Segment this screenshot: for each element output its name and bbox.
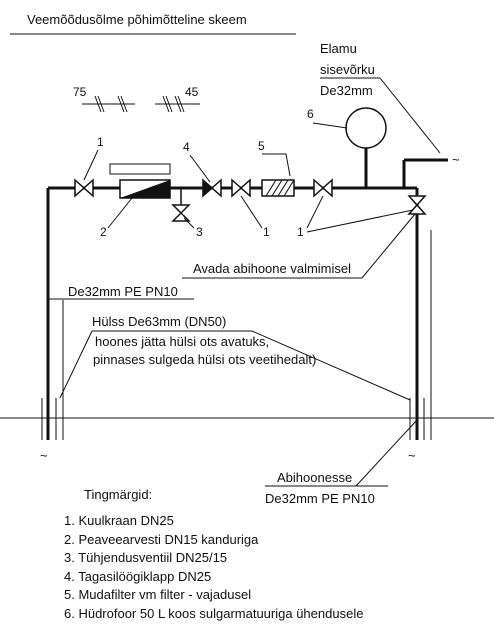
legend-item: 4. Tagasilöögiklapp DN25: [64, 568, 212, 584]
drain-num: 3: [196, 225, 203, 239]
drain-valve: [171, 188, 191, 222]
check-valve-num: 4: [183, 140, 190, 154]
ball-valve-1-left: [74, 178, 94, 198]
valve-num-bottom-1: 1: [263, 225, 270, 239]
hulss-label: Hülss De63mm (DN50): [92, 314, 226, 329]
check-valve: [202, 178, 222, 198]
meter-bracket: [109, 163, 171, 175]
note-line-1: hoones jätta hülsi ots avatuks,: [95, 334, 269, 349]
legend-item: 5. Mudafilter vm filter - vajadusel: [64, 587, 252, 602]
diagram-title: Veemõõdusõlme põhimõtteline skeem: [27, 12, 247, 27]
legend-title: Tingmärgid:: [84, 487, 153, 502]
hydrophore-num: 6: [307, 107, 314, 121]
right-break-symbol: ~: [408, 448, 416, 463]
pipe-main-label: De32mm PE PN10: [68, 284, 178, 299]
valve-1-num-left: 1: [97, 135, 104, 149]
elamu-label-2: sisevõrku: [320, 62, 375, 77]
left-break-symbol: ~: [40, 448, 48, 463]
dimension-45: [155, 95, 200, 113]
dim-75-label: 75: [73, 85, 87, 99]
elamu-label-3: De32mm: [320, 83, 373, 98]
legend-item: 1. Kuulkraan DN25: [64, 513, 174, 528]
filter-num: 5: [258, 139, 265, 153]
hydrophore: [345, 107, 387, 188]
leader-elamu: [379, 77, 441, 154]
mud-filter: [261, 179, 295, 197]
legend-item: 2. Peaveearvesti DN15 kanduriga: [64, 531, 259, 547]
water-meter: [119, 179, 171, 199]
legend-list: 1. Kuulkraan DN25 2. Peaveearvesti DN15 …: [64, 512, 363, 623]
ball-valve-1-middle: [231, 178, 251, 198]
ball-valve-vertical: [407, 195, 427, 215]
abihoonesse-pipe-label: De32mm PE PN10: [265, 491, 375, 506]
dim-45-label: 45: [185, 85, 199, 99]
valve-num-bottom-2: 1: [297, 225, 304, 239]
legend-item: 3. Tühjendusventiil DN25/15: [64, 550, 228, 565]
elamu-label-1: Elamu: [320, 41, 357, 56]
dimension-75: [82, 95, 135, 113]
note-line-2: pinnases sulgeda hülsi ots veetihedalt): [93, 352, 316, 367]
abihoonesse-label: Abihoonesse: [277, 470, 352, 485]
legend-item: 6. Hüdrofoor 50 L koos sulgarmatuuriga ü…: [64, 605, 364, 621]
ball-valve-1-right: [313, 178, 333, 198]
right-break-symbol-top: ~: [452, 152, 460, 167]
meter-num: 2: [100, 225, 107, 239]
avada-label: Avada abihoone valmimisel: [193, 261, 351, 276]
